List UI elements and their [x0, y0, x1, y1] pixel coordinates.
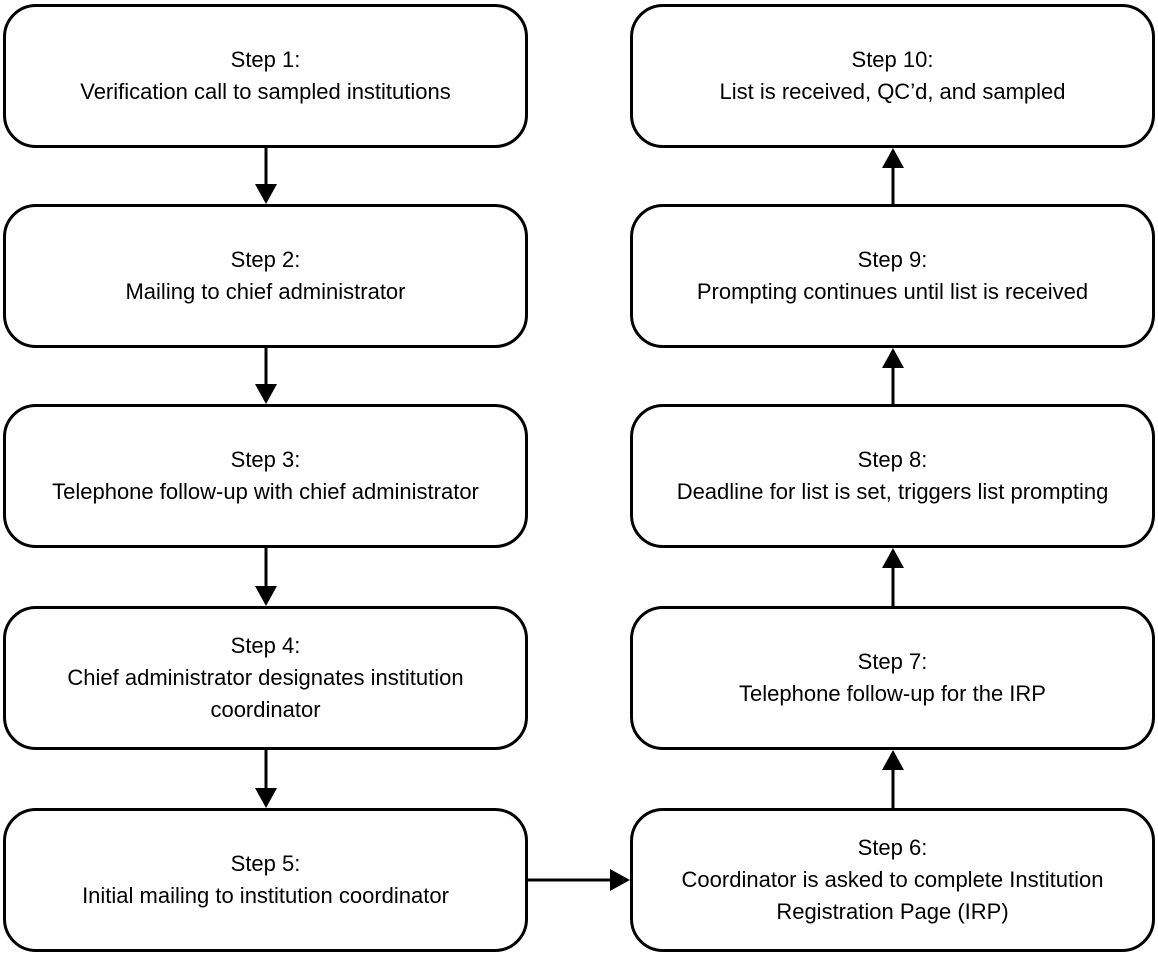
arrowhead-down-icon — [255, 384, 277, 404]
step-7-title: Step 7: — [857, 649, 928, 674]
arrowhead-right-icon — [610, 869, 630, 891]
step-8-box: Step 8: Deadline for list is set, trigge… — [630, 404, 1155, 548]
step-9-box: Step 9: Prompting continues until list i… — [630, 204, 1155, 348]
arrow-step1-to-step2 — [254, 148, 278, 204]
arrow-step5-to-step6 — [528, 868, 630, 892]
step-2-box: Step 2: Mailing to chief administrator — [3, 204, 528, 348]
step-1-description: Verification call to sampled institution… — [80, 79, 451, 104]
step-7-box: Step 7: Telephone follow-up for the IRP — [630, 606, 1155, 750]
step-5-box: Step 5: Initial mailing to institution c… — [3, 808, 528, 952]
step-9-title: Step 9: — [857, 247, 928, 272]
arrowhead-up-icon — [882, 148, 904, 168]
step-8-title: Step 8: — [857, 447, 928, 472]
arrow-step4-to-step5 — [254, 750, 278, 808]
arrow-step6-to-step7 — [881, 750, 905, 808]
arrowhead-down-icon — [255, 788, 277, 808]
step-1-box: Step 1: Verification call to sampled ins… — [3, 4, 528, 148]
step-2-description: Mailing to chief administrator — [125, 279, 406, 304]
arrow-shaft — [264, 548, 268, 588]
step-1-title: Step 1: — [230, 47, 301, 72]
arrow-step9-to-step10 — [881, 148, 905, 204]
step-10-title: Step 10: — [851, 47, 934, 72]
arrow-step2-to-step3 — [254, 348, 278, 404]
step-3-description: Telephone follow-up with chief administr… — [52, 479, 479, 504]
arrow-shaft — [891, 566, 895, 606]
arrow-shaft — [264, 348, 268, 386]
step-4-description: Chief administrator designates instituti… — [67, 665, 464, 722]
step-3-title: Step 3: — [230, 447, 301, 472]
step-4-box: Step 4: Chief administrator designates i… — [3, 606, 528, 750]
step-6-title: Step 6: — [857, 835, 928, 860]
step-4-title: Step 4: — [230, 633, 301, 658]
arrowhead-down-icon — [255, 586, 277, 606]
arrow-shaft — [891, 366, 895, 404]
step-6-box: Step 6: Coordinator is asked to complete… — [630, 808, 1155, 952]
arrow-step3-to-step4 — [254, 548, 278, 606]
arrow-shaft — [264, 750, 268, 790]
step-3-box: Step 3: Telephone follow-up with chief a… — [3, 404, 528, 548]
step-9-description: Prompting continues until list is receiv… — [696, 279, 1089, 304]
arrow-shaft — [528, 878, 612, 882]
arrow-shaft — [264, 148, 268, 186]
arrow-step8-to-step9 — [881, 348, 905, 404]
step-7-description: Telephone follow-up for the IRP — [739, 681, 1046, 706]
step-5-description: Initial mailing to institution coordinat… — [82, 883, 449, 908]
arrowhead-up-icon — [882, 348, 904, 368]
step-8-description: Deadline for list is set, triggers list … — [676, 479, 1109, 504]
step-2-title: Step 2: — [230, 247, 301, 272]
arrowhead-up-icon — [882, 548, 904, 568]
arrowhead-up-icon — [882, 750, 904, 770]
step-5-title: Step 5: — [230, 851, 301, 876]
step-6-description: Coordinator is asked to complete Institu… — [681, 867, 1104, 924]
arrow-shaft — [891, 166, 895, 204]
step-10-box: Step 10: List is received, QC’d, and sam… — [630, 4, 1155, 148]
arrow-shaft — [891, 768, 895, 808]
arrowhead-down-icon — [255, 184, 277, 204]
arrow-step7-to-step8 — [881, 548, 905, 606]
step-10-description: List is received, QC’d, and sampled — [719, 79, 1066, 104]
